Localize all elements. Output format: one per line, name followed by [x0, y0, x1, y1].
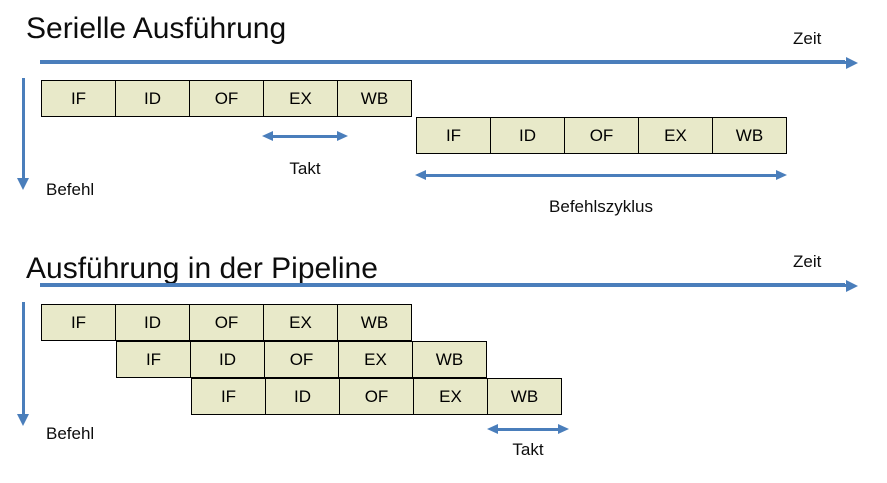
stage-cell: EX — [338, 341, 413, 378]
instruction-axis-label-pipeline: Befehl — [46, 424, 95, 443]
instruction-row: IF ID OF EX WB — [116, 341, 487, 378]
instruction-axis-shaft — [22, 302, 25, 414]
arrow-head-right-icon — [846, 57, 858, 69]
arrow-head-left-icon — [415, 170, 426, 180]
arrow-head-down-icon — [17, 414, 29, 426]
stage-cell: OF — [564, 117, 639, 154]
takt-label-serial: Takt — [289, 159, 321, 178]
time-axis-shaft — [40, 61, 846, 64]
arrow-head-right-icon — [558, 424, 569, 434]
measure-shaft — [424, 174, 778, 177]
arrow-head-down-icon — [17, 178, 29, 190]
arrow-head-left-icon — [262, 131, 273, 141]
measure-shaft — [496, 428, 560, 431]
stage-cell: ID — [115, 80, 190, 117]
stage-cell: EX — [263, 304, 338, 341]
stage-cell: WB — [337, 304, 412, 341]
stage-cell: OF — [339, 378, 414, 415]
measure-shaft — [271, 135, 339, 138]
time-axis-label-pipeline: Zeit — [793, 252, 822, 271]
stage-cell: ID — [490, 117, 565, 154]
stage-cell: EX — [263, 80, 338, 117]
befehlszyklus-label: Befehlszyklus — [549, 197, 653, 216]
time-axis-shaft — [40, 284, 846, 287]
instruction-axis-shaft — [22, 78, 25, 178]
arrow-head-right-icon — [776, 170, 787, 180]
stage-cell: EX — [413, 378, 488, 415]
instruction-row: IF ID OF EX WB — [191, 378, 562, 415]
arrow-head-left-icon — [487, 424, 498, 434]
takt-measure-arrow-serial — [262, 131, 348, 142]
instruction-row: IF ID OF EX WB — [416, 117, 787, 154]
stage-cell: WB — [487, 378, 562, 415]
stage-cell: OF — [189, 304, 264, 341]
takt-label-pipeline: Takt — [512, 440, 544, 459]
section-title-serial: Serielle Ausführung — [26, 12, 287, 45]
stage-cell: IF — [41, 80, 116, 117]
stage-cell: IF — [416, 117, 491, 154]
stage-cell: ID — [190, 341, 265, 378]
time-axis-label-serial: Zeit — [793, 29, 822, 48]
stage-cell: IF — [191, 378, 266, 415]
stage-cell: OF — [189, 80, 264, 117]
time-axis-arrow-serial — [40, 57, 858, 69]
instruction-row: IF ID OF EX WB — [41, 80, 412, 117]
takt-measure-arrow-pipeline — [487, 424, 569, 435]
stage-cell: WB — [412, 341, 487, 378]
stage-cell: ID — [115, 304, 190, 341]
stage-cell: ID — [265, 378, 340, 415]
stage-cell: WB — [337, 80, 412, 117]
instruction-row: IF ID OF EX WB — [41, 304, 412, 341]
section-title-pipeline: Ausführung in der Pipeline — [26, 252, 378, 285]
instruction-axis-arrow-serial — [17, 78, 30, 190]
instruction-axis-arrow-pipeline — [17, 302, 30, 426]
stage-cell: WB — [712, 117, 787, 154]
befehlszyklus-measure-arrow — [415, 170, 787, 181]
stage-cell: IF — [41, 304, 116, 341]
stage-cell: EX — [638, 117, 713, 154]
time-axis-arrow-pipeline — [40, 280, 858, 292]
instruction-axis-label-serial: Befehl — [46, 180, 95, 199]
arrow-head-right-icon — [846, 280, 858, 292]
stage-cell: OF — [264, 341, 339, 378]
arrow-head-right-icon — [337, 131, 348, 141]
stage-cell: IF — [116, 341, 191, 378]
